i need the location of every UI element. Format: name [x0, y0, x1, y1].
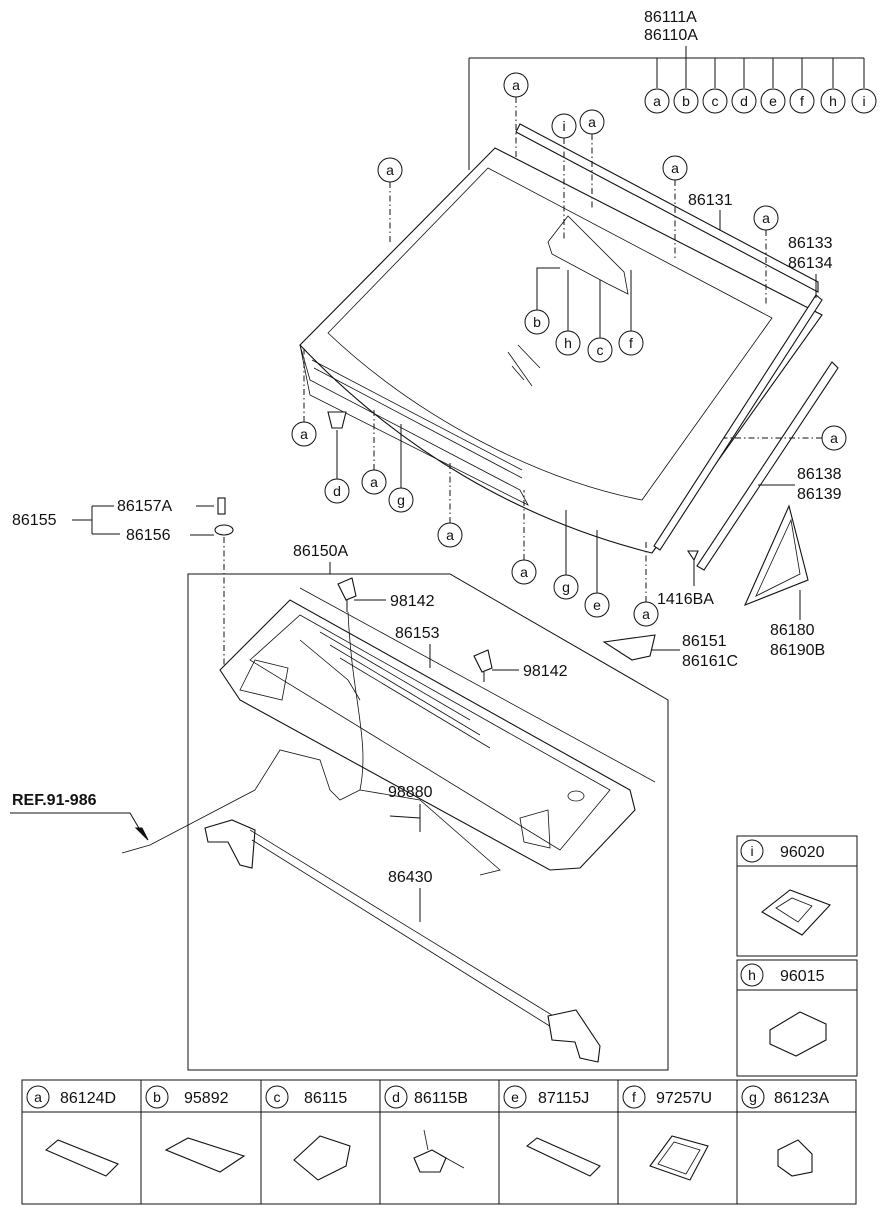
- quarter-glass: [743, 504, 809, 607]
- callout-bubbles: a a i a a a a a a a a a b h c f: [291, 72, 847, 627]
- legend-letter-a: a: [34, 1089, 42, 1105]
- bracket: [602, 634, 656, 661]
- legend-letter-f: f: [632, 1089, 636, 1105]
- ref-label: REF.91-986: [12, 792, 97, 809]
- label-clip: 1416BA: [657, 591, 714, 608]
- svg-text:a: a: [671, 160, 679, 176]
- side-legend-part-h: 96015: [780, 968, 825, 985]
- side-moulding: [653, 294, 823, 551]
- svg-text:a: a: [762, 210, 770, 226]
- legend-letter-b: b: [153, 1089, 161, 1105]
- label-stopper-b: 86156: [126, 527, 171, 544]
- svg-text:a: a: [588, 114, 596, 130]
- label-nozzle-1: 98142: [390, 593, 435, 610]
- svg-text:a: a: [300, 426, 308, 442]
- legend-part-b: 95892: [184, 1090, 229, 1107]
- bottom-legend: a 86124D b 95892 c 86115 d 86115B e 8711…: [21, 1079, 857, 1205]
- svg-text:f: f: [629, 335, 633, 351]
- legend-letter-g: g: [749, 1089, 757, 1105]
- legend-part-d: 86115B: [414, 1090, 468, 1107]
- label-bracket-1: 86151: [682, 633, 727, 650]
- label-cowl-assy: 86150A: [293, 543, 348, 560]
- clip-1416ba: [686, 550, 699, 562]
- bubble-row-a: a: [653, 93, 661, 109]
- svg-text:a: a: [520, 564, 528, 580]
- label-quarter-glass-2: 86190B: [770, 642, 825, 659]
- legend-letter-d: d: [392, 1089, 400, 1105]
- label-glass-assy-1: 86111A: [644, 9, 697, 26]
- svg-text:a: a: [830, 430, 838, 446]
- glass-assy-bracket: [468, 46, 865, 170]
- bubble-row: a b c d e f h i: [644, 88, 877, 114]
- svg-text:a: a: [642, 606, 650, 622]
- pillar-moulding: [696, 361, 839, 571]
- svg-text:h: h: [564, 335, 572, 351]
- weatherstrip: [204, 819, 601, 1063]
- label-nozzle-2: 98142: [523, 663, 568, 680]
- bubble-row-h: h: [829, 93, 837, 109]
- bubble-row-d: d: [740, 93, 748, 109]
- legend-part-e: 87115J: [538, 1090, 589, 1107]
- legend-part-g: 86123A: [774, 1090, 829, 1107]
- svg-text:e: e: [593, 597, 601, 613]
- label-bracket-2: 86161C: [682, 653, 738, 670]
- label-cowl-panel: 86153: [395, 625, 440, 642]
- bubble-row-c: c: [712, 93, 719, 109]
- label-stopper-a: 86157A: [117, 498, 172, 515]
- cowl-assy-frame: [187, 573, 669, 1071]
- bubble-row-f: f: [800, 93, 804, 109]
- svg-text:g: g: [562, 579, 570, 595]
- label-moulding-side-2: 86134: [788, 255, 833, 272]
- side-legend: i 96020 h 96015: [736, 835, 858, 1077]
- svg-text:i: i: [562, 118, 565, 134]
- stopper-b-part: [214, 524, 234, 536]
- label-moulding-side-1: 86133: [788, 235, 833, 252]
- legend-part-f: 97257U: [656, 1090, 712, 1107]
- bubble-row-e: e: [769, 93, 777, 109]
- svg-text:d: d: [333, 483, 341, 499]
- svg-text:b: b: [533, 314, 541, 330]
- svg-text:c: c: [597, 342, 604, 358]
- legend-part-c: 86115: [304, 1090, 347, 1107]
- label-hose: 98880: [388, 784, 433, 801]
- svg-text:g: g: [397, 492, 405, 508]
- svg-text:a: a: [386, 162, 394, 178]
- label-weatherstrip: 86430: [388, 869, 433, 886]
- side-legend-letter-i: i: [750, 843, 753, 859]
- label-moulding-pillar-2: 86139: [797, 486, 842, 503]
- label-glass-assy-2: 86110A: [644, 27, 698, 44]
- label-moulding-upper: 86131: [688, 192, 733, 209]
- side-legend-part-i: 96020: [780, 844, 825, 861]
- washer-nozzle-1: [337, 577, 357, 601]
- washer-nozzle-2: [473, 649, 493, 673]
- washer-hose: [121, 611, 501, 876]
- svg-text:a: a: [512, 77, 520, 93]
- legend-letter-c: c: [274, 1089, 281, 1105]
- label-stopper-assy: 86155: [12, 512, 57, 529]
- stopper-a-part: [217, 497, 226, 515]
- svg-text:a: a: [446, 527, 454, 543]
- bubble-row-b: b: [682, 93, 690, 109]
- legend-letter-e: e: [511, 1089, 519, 1105]
- bubble-row-i: i: [862, 93, 865, 109]
- cowl-panel: [219, 587, 656, 871]
- side-legend-letter-h: h: [748, 967, 756, 983]
- svg-text:a: a: [370, 474, 378, 490]
- legend-part-a: 86124D: [60, 1090, 116, 1107]
- label-quarter-glass-1: 86180: [770, 622, 815, 639]
- label-moulding-pillar-1: 86138: [797, 466, 842, 483]
